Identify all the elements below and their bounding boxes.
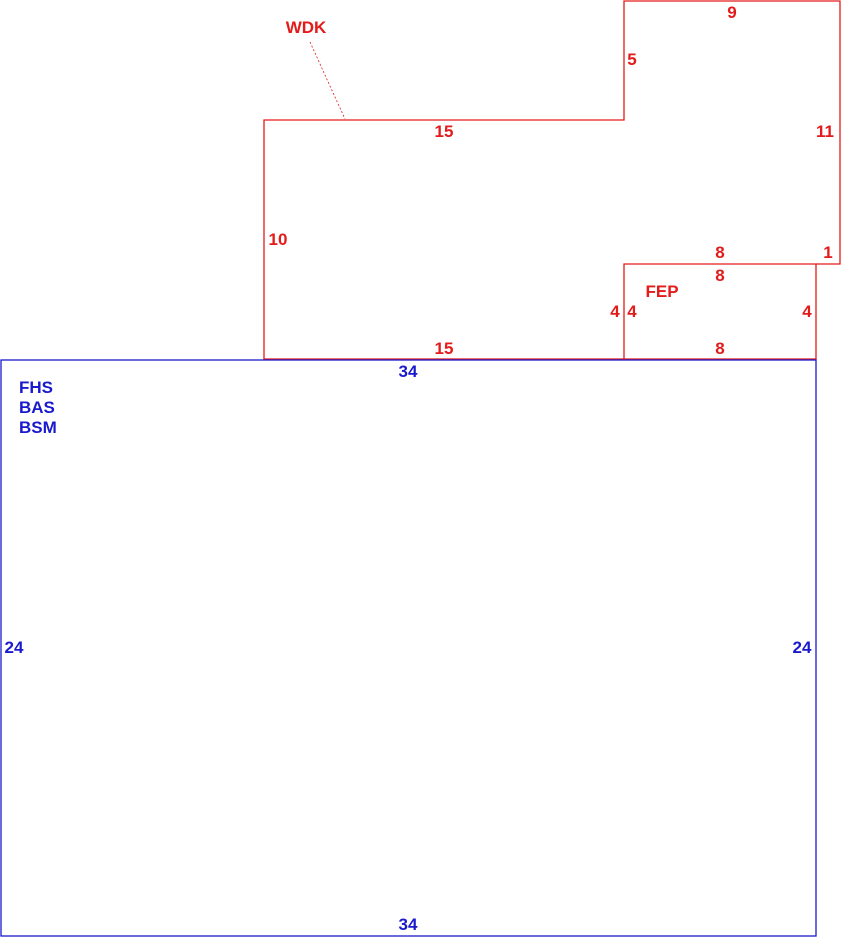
main-dim-right: 24 [793,638,812,657]
wdk-dim-top-left: 15 [435,122,454,141]
main-label-bsm: BSM [19,418,57,437]
wdk-dim-right: 11 [816,122,834,141]
fep-label: FEP [645,282,678,301]
wdk-dim-top-right: 9 [727,3,736,22]
fep-outline [623,263,817,360]
wdk-dim-left: 10 [269,230,288,249]
fep-dim-top-outer: 8 [715,243,724,262]
wdk-label: WDK [286,18,327,37]
main-dim-top: 34 [399,362,418,381]
fep-dim-bottom: 8 [715,339,724,358]
main-dim-bottom: 34 [399,915,418,934]
wdk-dim-bottom: 15 [435,339,454,358]
main-structure-outline [0,359,817,937]
wdk-leader-line [309,41,346,120]
main-label-bas: BAS [19,398,55,417]
wdk-outline [263,0,841,360]
fep-dim-left-inner: 4 [627,302,637,321]
fep-dim-right: 4 [802,302,812,321]
wdk-dim-step-in: 1 [823,243,832,262]
fep-dim-left-outer: 4 [610,302,620,321]
fep-dim-top-inner: 8 [715,266,724,285]
main-label-fhs: FHS [19,378,53,397]
wdk-dim-step-up: 5 [627,50,636,69]
main-dim-left: 24 [5,638,24,657]
